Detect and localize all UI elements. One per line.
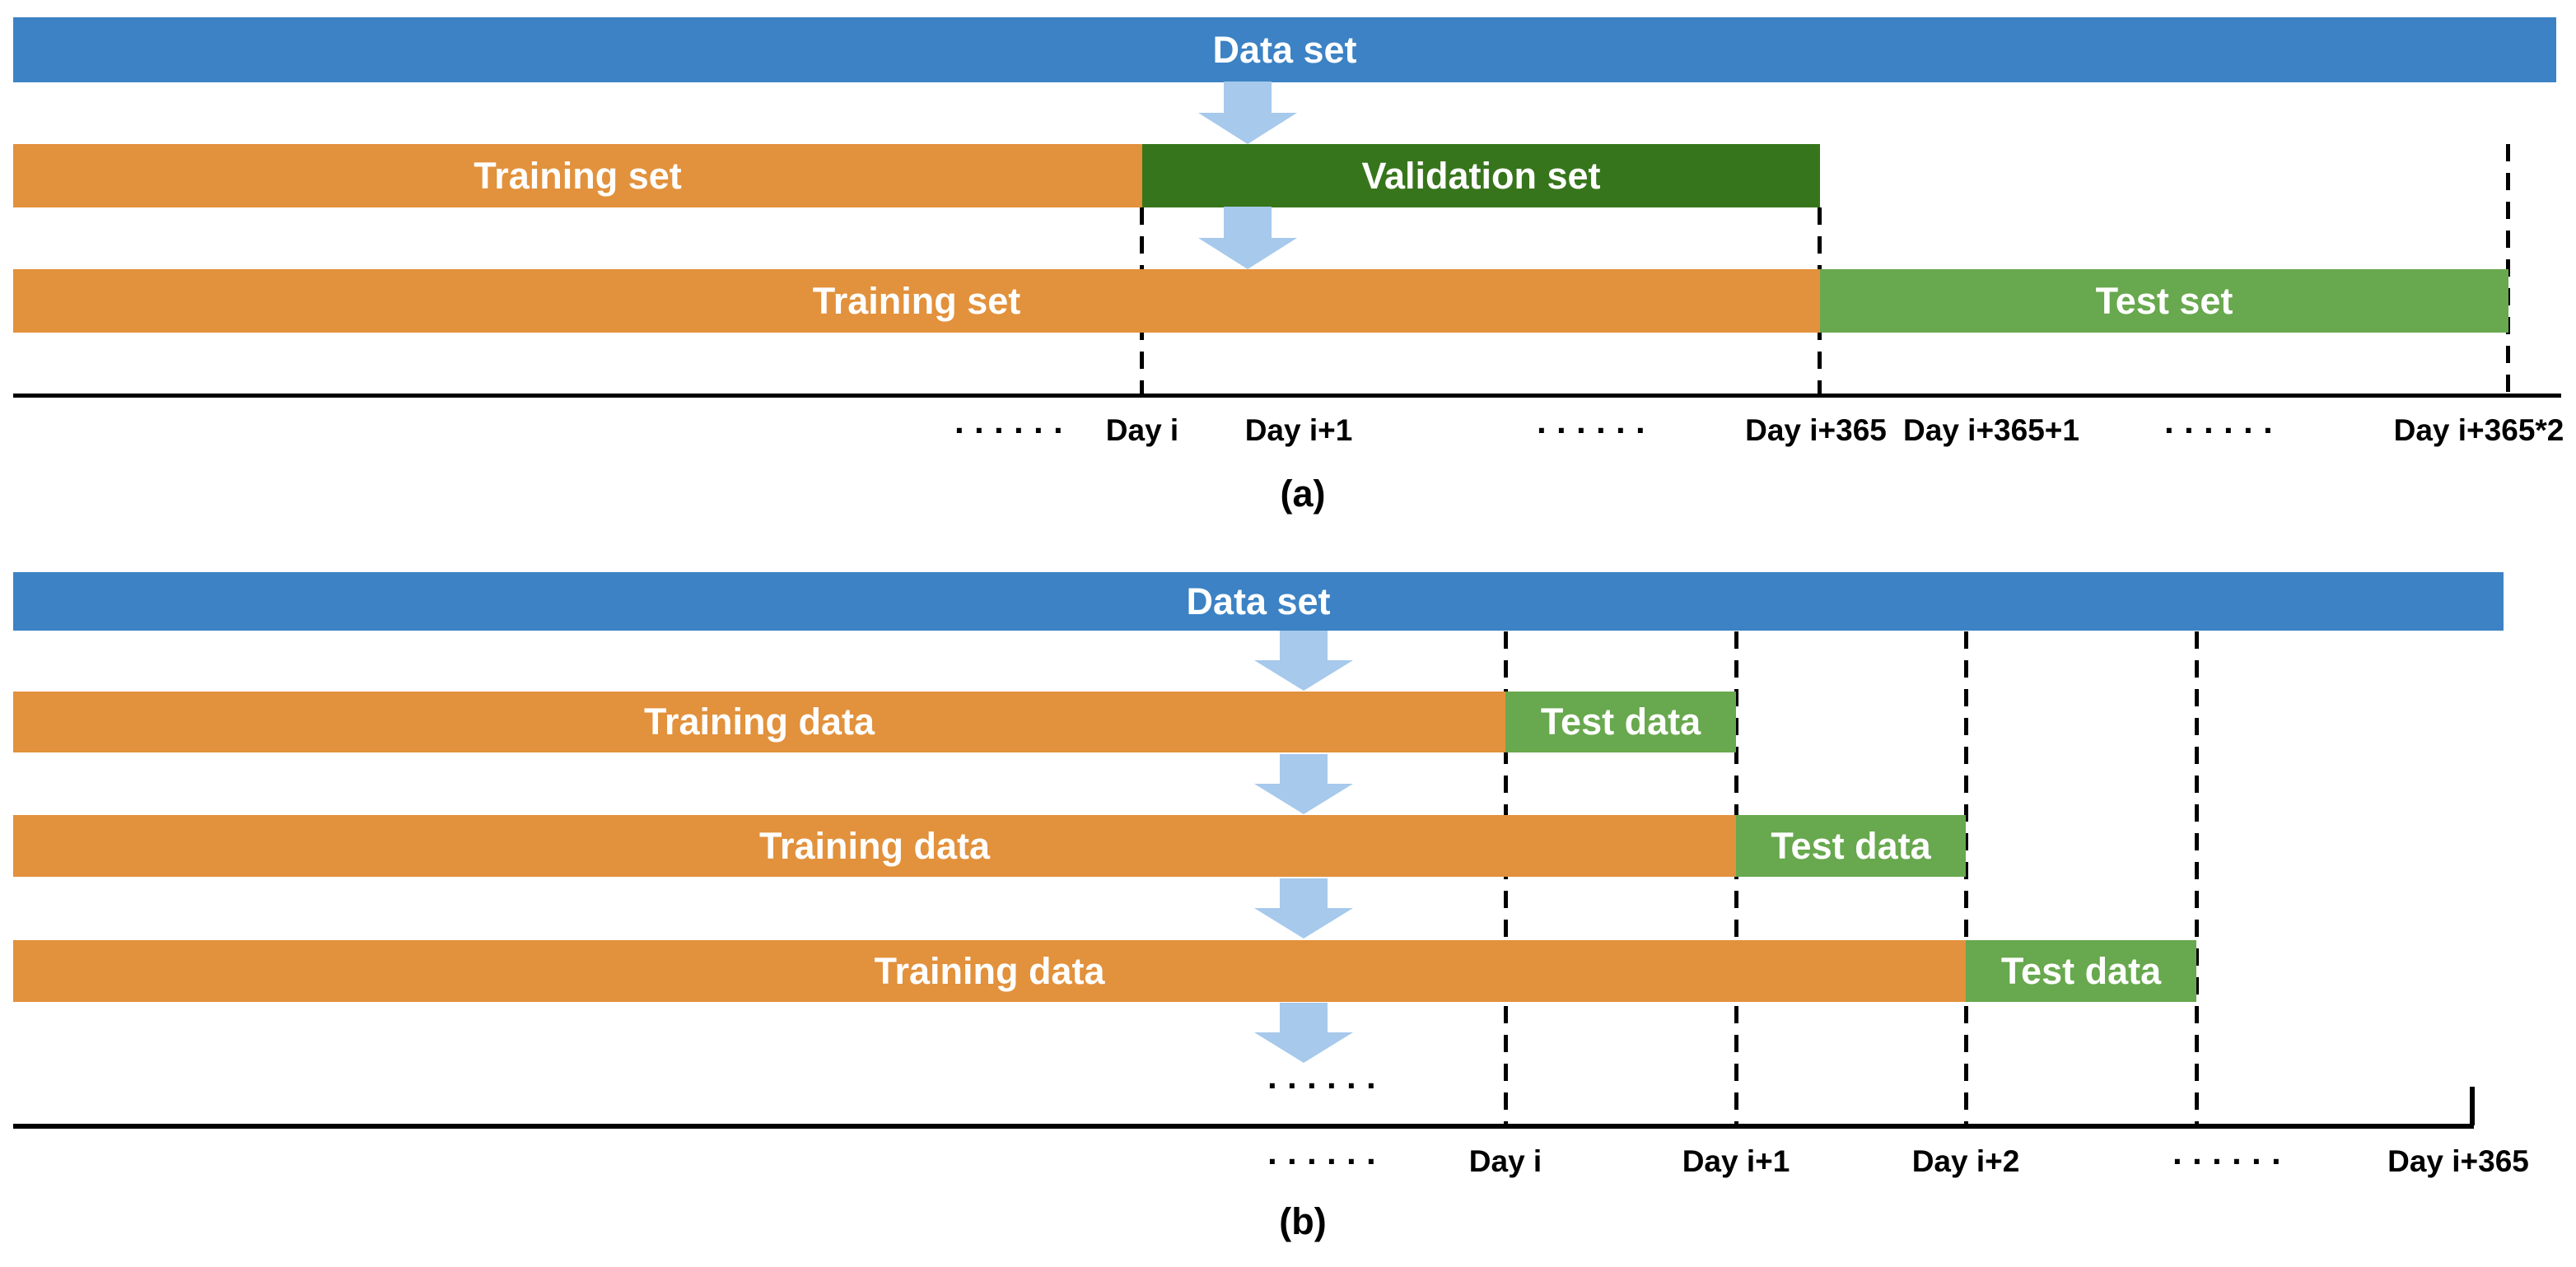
training-set-bar: Training set [13,144,1142,207]
panel-a-caption: (a) [1280,473,1326,515]
timeline-axis [13,394,2561,398]
test-data-label: Test data [2000,949,2162,992]
panel-b-caption: (b) [1279,1200,1327,1242]
dataset-bar: Data set [13,572,2504,631]
training-data-label: Training data [758,824,991,867]
validation-set-label: Validation set [1361,154,1601,197]
day-i-gridline [1504,631,1508,1124]
training-data-bar-2: Training data [13,815,1736,877]
validation-set-bar: Validation set [1142,144,1820,207]
dataset-label: Data set [1212,28,1357,71]
test-data-bar-1: Test data [1505,692,1736,752]
ellipsis-label: ······ [1267,1066,1386,1105]
test-data-bar-2: Test data [1736,815,1966,877]
ellipsis-label: ······ [1537,411,1655,450]
axis-label-day-i: Day i [1105,413,1179,447]
day-i1-gridline [1734,631,1738,1124]
training-data-label: Training data [643,701,875,743]
axis-label-day-i365: Day i+365 [1745,413,1887,447]
full-training-set-label: Training set [812,279,1021,322]
timeline-axis [13,1124,2474,1129]
axis-label-day-i365: Day i+365 [2387,1144,2529,1178]
axis-label-day-i: Day i [1468,1144,1542,1178]
axis-label-day-i1: Day i+1 [1244,413,1353,447]
ellipsis-label: ······ [2172,1142,2291,1181]
down-arrow-icon [1198,82,1297,144]
down-arrow-icon [1254,878,1353,939]
training-data-label: Training data [874,949,1105,992]
test-data-label: Test data [1540,701,1701,743]
training-data-bar-1: Training data [13,692,1505,752]
ellipsis-label: ······ [954,411,1073,450]
ellipsis-label: ······ [1267,1142,1386,1181]
axis-label-day-i365x2: Day i+365*2 [2393,413,2564,447]
training-data-bar-3: Training data [13,940,1966,1002]
training-set-label: Training set [474,154,682,197]
down-arrow-icon [1254,631,1353,691]
test-data-bar-3: Test data [1966,940,2196,1002]
down-arrow-icon [1254,1003,1353,1063]
axis-label-day-i2: Day i+2 [1911,1144,2020,1178]
test-set-label: Test set [2095,279,2233,322]
dataset-label: Data set [1186,580,1331,622]
axis-end-tick [2470,1087,2475,1125]
axis-label-day-i365-1: Day i+365+1 [1903,413,2079,447]
test-set-bar: Test set [1820,269,2508,333]
axis-label-day-i1: Day i+1 [1682,1144,1790,1178]
full-training-set-bar: Training set [13,269,1820,333]
ellipsis-label: ······ [2164,411,2283,450]
down-arrow-icon [1198,207,1297,269]
dataset-bar: Data set [13,17,2556,82]
day-i3-gridline [2195,631,2199,1124]
down-arrow-icon [1254,754,1353,814]
day-i2-gridline [1964,631,1968,1124]
test-data-label: Test data [1771,824,1931,867]
